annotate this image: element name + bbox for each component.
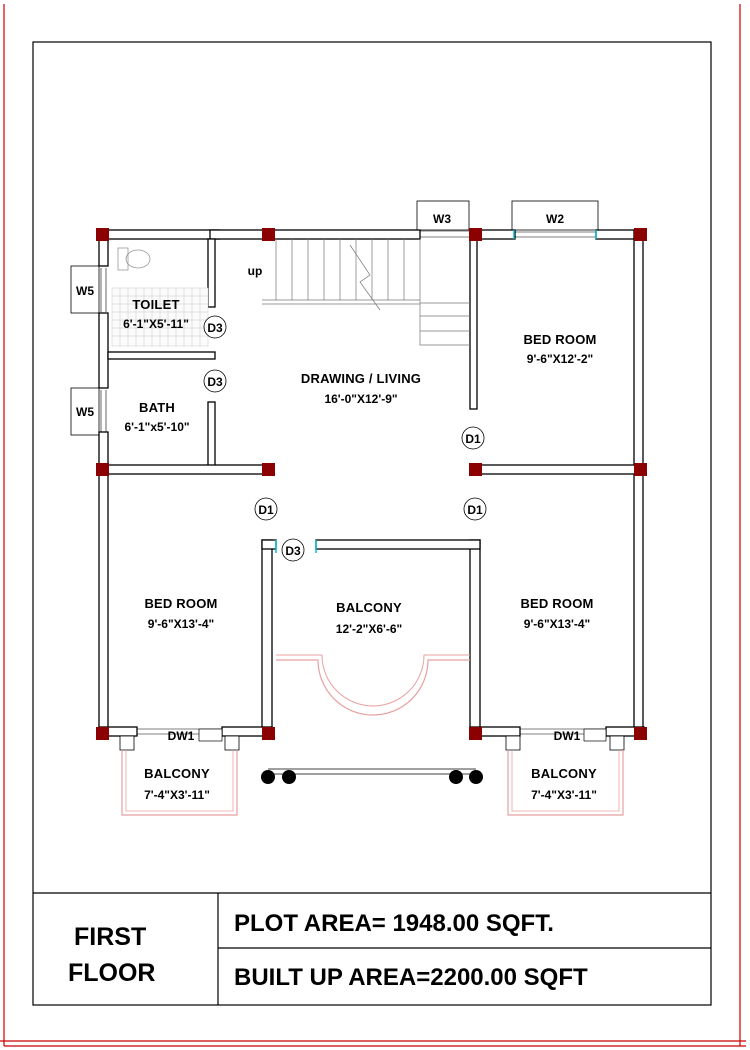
staircase: [262, 239, 470, 346]
living-size: 16'-0"X12'-9": [324, 392, 397, 406]
door-d3-bath-label: D3: [207, 375, 223, 389]
floor-title-line1: FIRST: [74, 923, 146, 951]
title-block: [33, 892, 711, 1005]
drawing-frame: [32, 41, 712, 1006]
window-frames: [70, 200, 625, 751]
bedroom-bottom-right-size: 9'-6"X13'-4": [524, 617, 590, 631]
plot-area-text: PLOT AREA= 1948.00 SQFT.: [234, 910, 554, 937]
toilet-fixture: [117, 247, 151, 271]
balcony-center-label: BALCONY: [336, 600, 402, 615]
living-label: DRAWING / LIVING: [301, 371, 421, 386]
toilet-size: 6'-1"X5'-11": [123, 317, 189, 331]
side-balconies: [121, 750, 624, 816]
bedroom-top-right-size: 9'-6"X12'-2": [527, 352, 593, 366]
window-w5-bottom-label: W5: [76, 405, 94, 419]
door-markers: [203, 315, 487, 562]
columns: [96, 228, 647, 740]
door-window-dw1-right-label: DW1: [554, 729, 581, 743]
window-w2-label: W2: [546, 212, 564, 226]
bedroom-bottom-right-label: BED ROOM: [520, 596, 593, 611]
door-d1-bedroom-bottom-right-label: D1: [467, 503, 483, 517]
window-w3-label: W3: [433, 212, 451, 226]
balcony-left-size: 7'-4"X3'-11": [144, 788, 210, 802]
door-d1-bedroom-right-label: D1: [465, 432, 481, 446]
bath-label: BATH: [139, 400, 175, 415]
door-window-dw1-left-label: DW1: [168, 729, 195, 743]
toilet-floor-tiles: [111, 287, 209, 347]
door-d3-toilet-label: D3: [207, 321, 223, 335]
door-d3-balcony-label: D3: [285, 544, 301, 558]
balcony-right-size: 7'-4"X3'-11": [531, 788, 597, 802]
balcony-rail: [261, 654, 483, 784]
balcony-left-label: BALCONY: [144, 766, 210, 781]
bedroom-top-right-label: BED ROOM: [523, 332, 596, 347]
bedroom-bottom-left-size: 9'-6"X13'-4": [148, 617, 214, 631]
floor-title-line2: FLOOR: [68, 959, 156, 987]
balcony-right-label: BALCONY: [531, 766, 597, 781]
bedroom-bottom-left-label: BED ROOM: [144, 596, 217, 611]
door-d1-bedroom-left-label: D1: [258, 503, 274, 517]
built-up-area-text: BUILT UP AREA=2200.00 SQFT: [234, 964, 588, 991]
toilet-label: TOILET: [132, 297, 179, 312]
window-w5-top-label: W5: [76, 284, 94, 298]
bath-size: 6'-1"x5'-10": [124, 420, 189, 434]
stair-up-label: up: [248, 264, 263, 278]
balcony-center-size: 12'-2"X6'-6": [336, 622, 402, 636]
sheet-border: [0, 4, 746, 1047]
